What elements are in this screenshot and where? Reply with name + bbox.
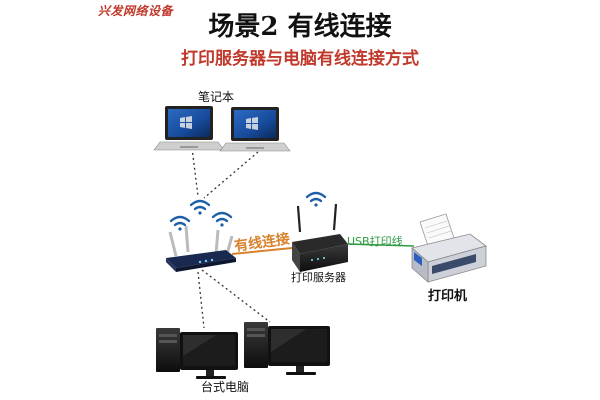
desktop-pc-icon xyxy=(156,328,238,379)
desktop-pc-icon xyxy=(244,322,330,375)
link-router-desktop2 xyxy=(201,269,271,323)
usb-link-label: USB打印线 xyxy=(347,235,403,248)
print-server-icon xyxy=(292,203,348,272)
router-icon xyxy=(166,225,236,272)
printer-icon xyxy=(411,213,487,283)
wifi-signal-icon xyxy=(169,215,191,231)
connection-lines xyxy=(191,147,271,329)
link-laptop1-router xyxy=(191,147,199,197)
print-server-label: 打印服务器 xyxy=(291,271,346,284)
wired-link-line xyxy=(231,247,293,255)
page-title: 场景2 有线连接 xyxy=(208,12,392,42)
laptop-icon xyxy=(153,106,225,151)
link-router-desktop1 xyxy=(197,271,205,329)
watermark: 兴发网络设备 xyxy=(98,4,174,18)
wifi-signal-icon xyxy=(189,199,211,215)
usb-link-line xyxy=(347,243,415,247)
desktop-label: 台式电脑 xyxy=(201,380,250,394)
wifi-signal-icon xyxy=(305,191,327,207)
wifi-signal-icon xyxy=(211,211,233,227)
page-subtitle: 打印服务器与电脑有线连接方式 xyxy=(181,49,419,69)
laptop-label: 笔记本 xyxy=(198,90,235,104)
printer-label: 打印机 xyxy=(428,289,468,304)
link-laptop2-router xyxy=(203,151,259,199)
laptop-icon xyxy=(219,107,291,152)
